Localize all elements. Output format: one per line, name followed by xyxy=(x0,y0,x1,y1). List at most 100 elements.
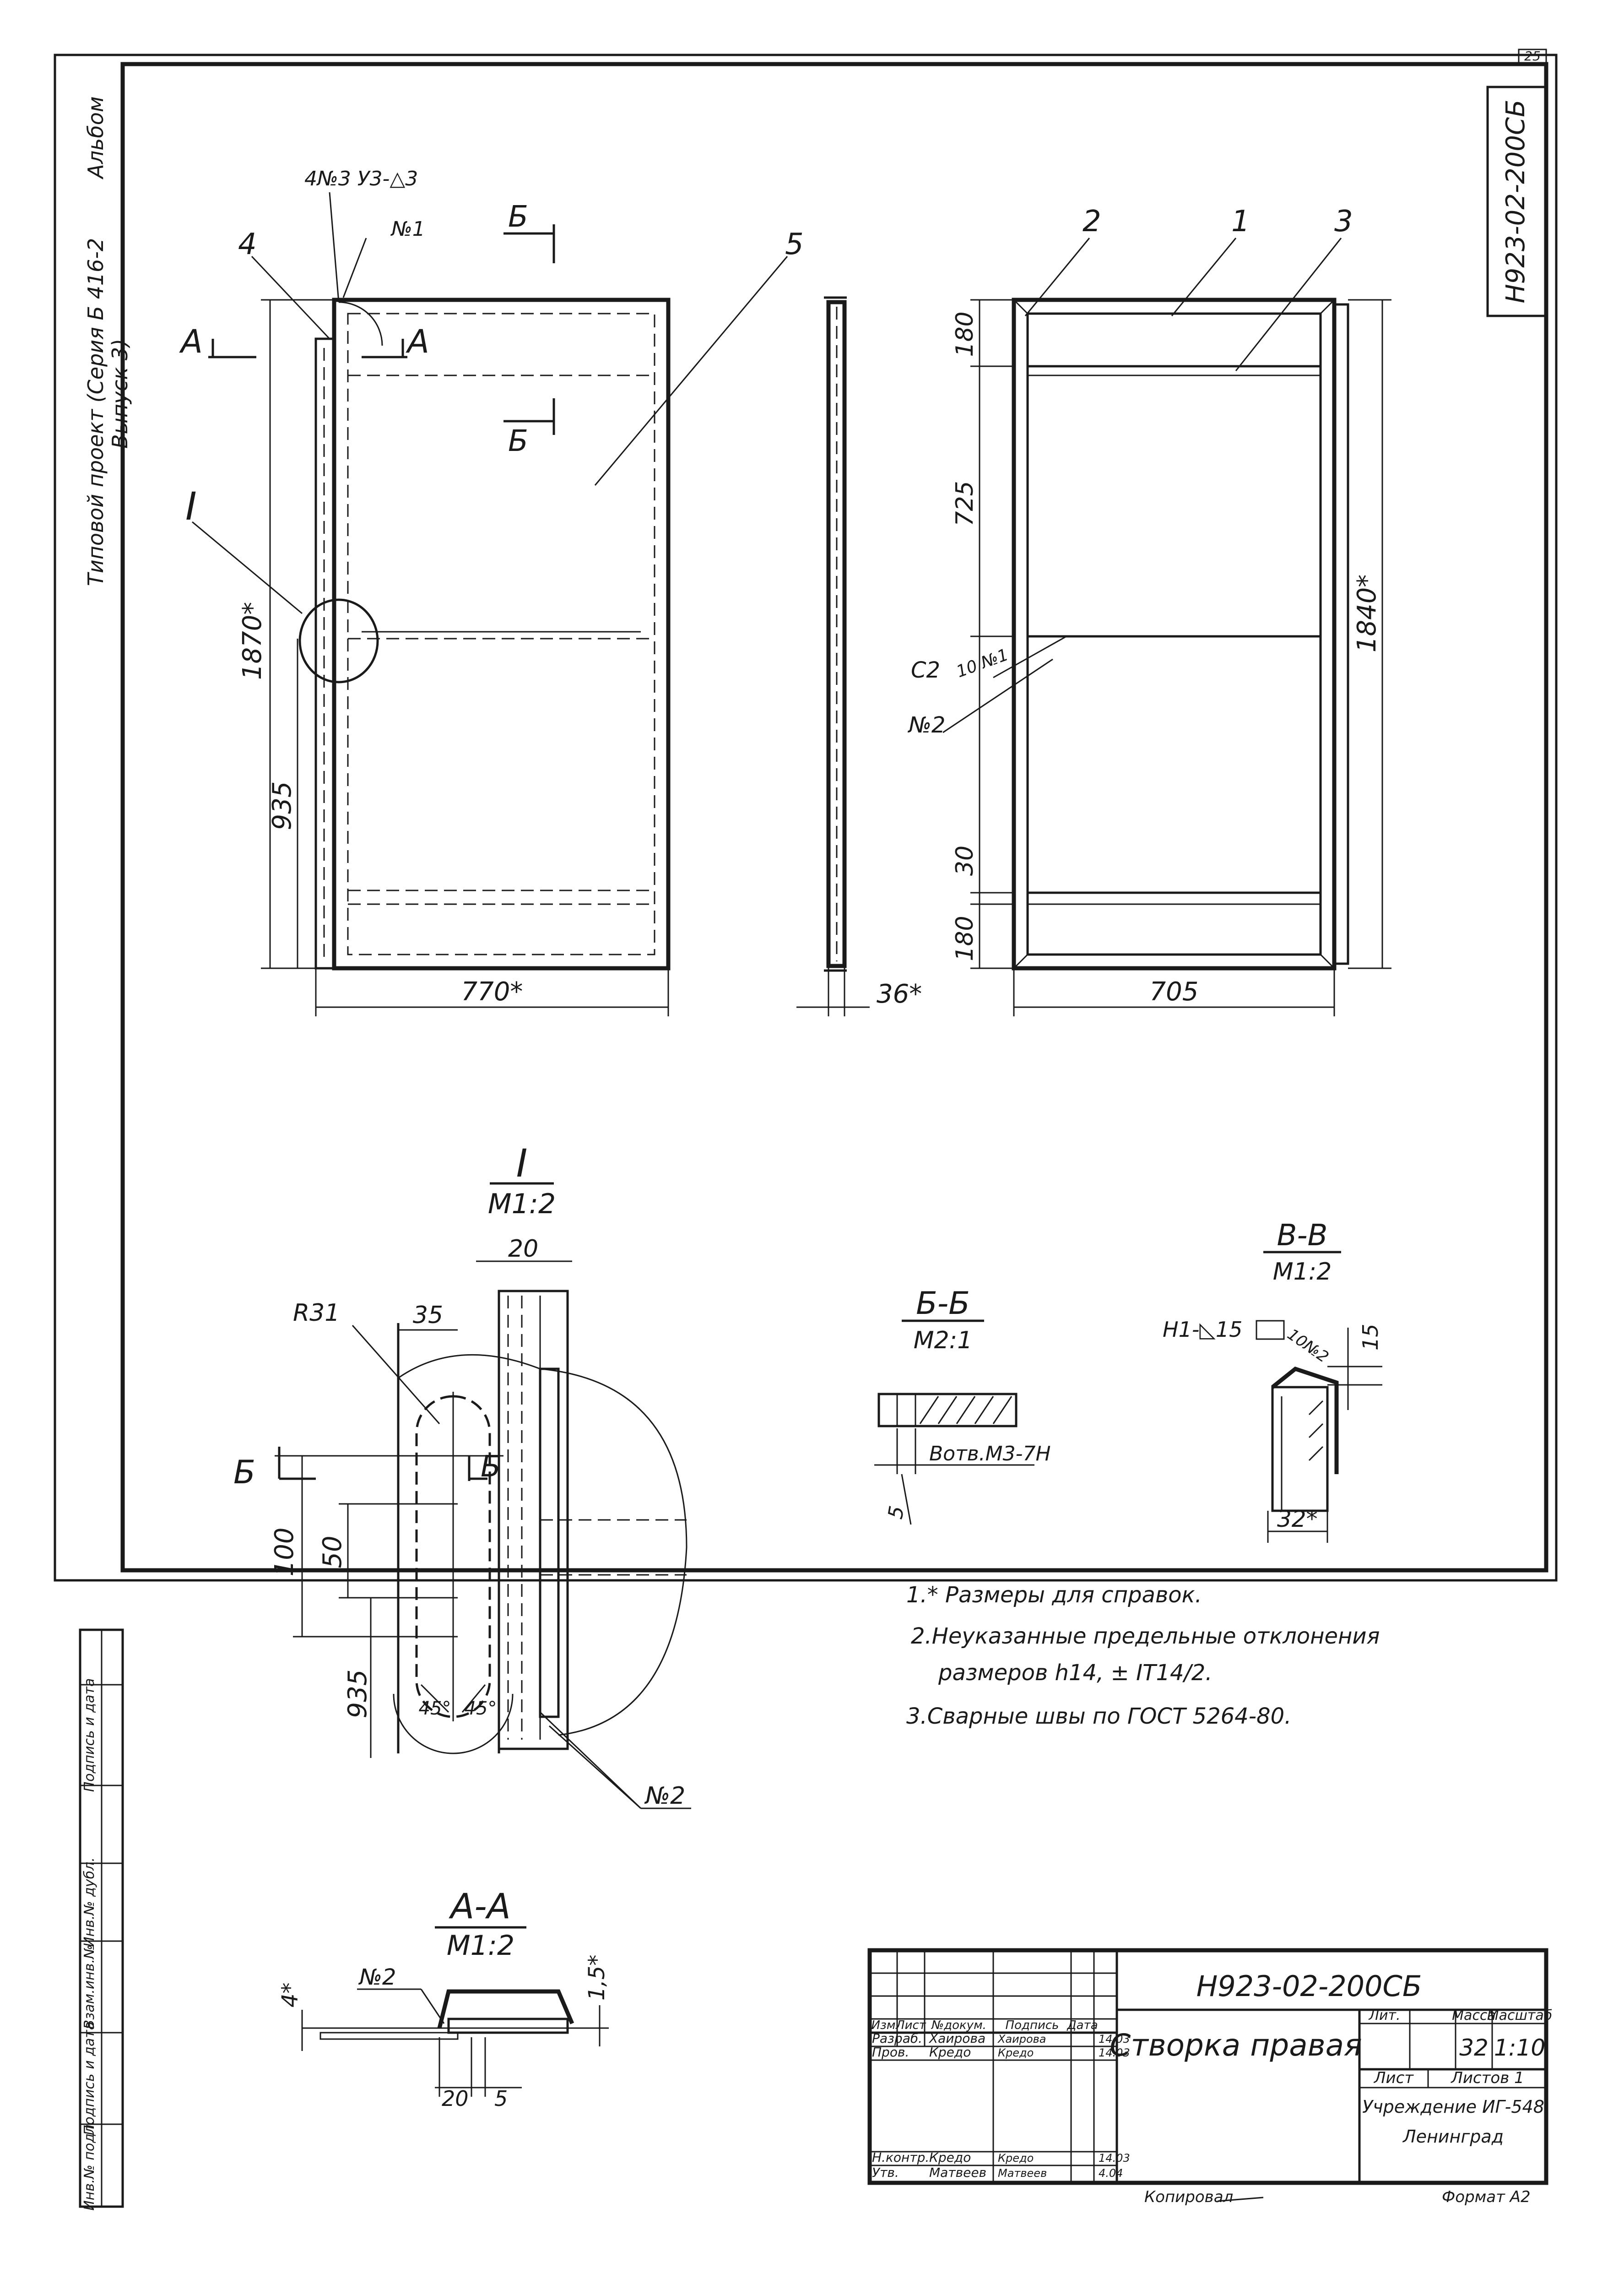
weld-2-detail: №2 xyxy=(644,1782,685,1810)
row-1-sign: Хаирова xyxy=(997,2033,1046,2045)
row-2-role: Пров. xyxy=(872,2045,909,2060)
dim-35: 35 xyxy=(413,1302,443,1329)
weld-10-2: 10№2 xyxy=(1284,1325,1332,1367)
section-bb-scale: М2:1 xyxy=(914,1327,973,1354)
copied-by: Копировал xyxy=(1144,2188,1233,2206)
weld-symbol: 4№3 У3-△3 xyxy=(304,167,418,190)
part-1-label: 1 xyxy=(1231,205,1250,239)
org-name: Учреждение ИГ-548 xyxy=(1362,2097,1544,2117)
dim-20: 20 xyxy=(508,1235,538,1263)
doc-code-vertical: Н923-02-200СБ xyxy=(1501,99,1531,303)
row-3-role: Н.контр. xyxy=(872,2150,929,2165)
hdr-izm: Изм xyxy=(872,2018,896,2032)
album-label: Альбом xyxy=(83,96,108,179)
section-bb-title: Б-Б xyxy=(916,1286,970,1322)
section-aa-title: А-А xyxy=(448,1886,510,1926)
hdr-mass: Масса xyxy=(1452,2007,1496,2024)
note-3: 3.Сварные швы по ГОСТ 5264-80. xyxy=(906,1704,1291,1729)
dim-gap-30: 30 xyxy=(951,846,979,876)
project-stamp: Альбом Типовой проект (Серия Б 416-2 Вып… xyxy=(83,96,132,586)
section-a-right: А xyxy=(406,323,429,360)
hdr-date: Дата xyxy=(1066,2018,1098,2032)
sheet-number: 25 xyxy=(1524,49,1541,64)
strip-sign-date-2: Подпись и дата xyxy=(81,1678,97,1792)
row-4-name: Матвеев xyxy=(929,2165,986,2180)
project-line-1: Типовой проект (Серия Б 416-2 xyxy=(83,238,108,586)
side-view: 36* xyxy=(796,296,922,1016)
dim-32-vv: 32* xyxy=(1277,1506,1318,1532)
row-4-date: 4.04 xyxy=(1099,2167,1123,2180)
dim-15-vv: 15 xyxy=(1358,1324,1383,1351)
strip-replace-inv: Взам.инв.№ xyxy=(81,1945,97,2029)
front-view: 4 5 4№3 У3-△3 №1 I А А Б Б 1870* 935 770… xyxy=(179,167,804,1016)
section-vv-scale: М1:2 xyxy=(1273,1258,1332,1286)
sheets-label: Листов 1 xyxy=(1450,2069,1524,2087)
weld-number: №1 xyxy=(390,217,425,241)
hdr-scale: Масштаб xyxy=(1487,2007,1553,2024)
dim-upper-725: 725 xyxy=(951,481,979,526)
dim-5-bb: 5 xyxy=(884,1504,909,1520)
title-block: Н923-02-200СБ Створка правая Лит. Масса … xyxy=(867,1948,1553,2206)
section-bb: Б-Б М2:1 Вотв.М3-7Н 5 xyxy=(874,1286,1051,1525)
title-doc-code: Н923-02-200СБ xyxy=(1196,1969,1422,2003)
row-4-role: Утв. xyxy=(872,2165,899,2180)
part-3-label: 3 xyxy=(1334,205,1353,239)
strip-inv-dup: Инв.№ дубл. xyxy=(81,1857,97,1947)
back-view: 2 1 3 С2 10 №1 №2 180 725 30 180 1840* 7… xyxy=(907,205,1391,1016)
hole-spec: Вотв.М3-7Н xyxy=(929,1442,1051,1465)
note-2-cont: размеров h14, ± IT14/2. xyxy=(938,1660,1213,1686)
section-vv: В-В М1:2 Н1-◺15 10№2 15 32* xyxy=(1163,1219,1383,1543)
hdr-lit: Лит. xyxy=(1368,2007,1400,2024)
row-3-name: Кредо xyxy=(929,2150,971,2165)
dim-4-aa: 4* xyxy=(277,1982,303,2007)
org-city: Ленинград xyxy=(1402,2127,1504,2147)
section-a-left: А xyxy=(179,323,203,360)
detail-i: I М1:2 R31 35 20 Б Б 100 xyxy=(233,1141,691,1810)
note-2: 2.Неуказанные предельные отклонения xyxy=(911,1623,1380,1649)
row-1-date: 14.03 xyxy=(1099,2033,1130,2045)
title-name: Створка правая xyxy=(1110,2028,1362,2063)
dim-100: 100 xyxy=(270,1528,299,1577)
hdr-doc: №докум. xyxy=(931,2018,986,2032)
weld-h1: Н1-◺15 xyxy=(1163,1317,1242,1342)
row-3-sign: Кредо xyxy=(998,2152,1034,2165)
row-2-sign: Кредо xyxy=(998,2046,1034,2059)
row-1-role: Разраб. xyxy=(872,2031,922,2046)
dim-half-935: 935 xyxy=(267,781,297,830)
hdr-list: Лист xyxy=(895,2018,926,2032)
radius-r31: R31 xyxy=(293,1299,340,1327)
detail-i-title: I xyxy=(516,1141,528,1186)
dim-935-detail: 935 xyxy=(343,1670,373,1719)
row-3-date: 14.03 xyxy=(1099,2152,1130,2165)
part-4-label: 4 xyxy=(238,228,257,261)
dim-bottom-180: 180 xyxy=(951,916,979,961)
weld-c2: С2 xyxy=(911,657,940,683)
dim-top-180: 180 xyxy=(951,311,979,357)
row-1-name: Хаирова xyxy=(928,2031,985,2046)
section-vv-title: В-В xyxy=(1277,1219,1328,1253)
dim-50: 50 xyxy=(318,1535,347,1568)
part-2-label: 2 xyxy=(1083,205,1101,239)
section-b-bottom: Б xyxy=(508,424,528,458)
value-mass: 32 xyxy=(1459,2034,1489,2061)
section-aa: А-А М1:2 №2 4* 1,5* 20 5 xyxy=(277,1886,610,2111)
value-scale: 1:10 xyxy=(1494,2034,1545,2061)
dim-width-770: 770* xyxy=(461,977,523,1007)
angle-45-right: 45° xyxy=(465,1698,497,1719)
dim-15-aa: 1,5* xyxy=(584,1955,610,2001)
general-notes: 1.* Размеры для справок. 2.Неуказанные п… xyxy=(906,1582,1380,1729)
format-label: Формат А2 xyxy=(1442,2188,1531,2206)
section-b-top: Б xyxy=(508,200,528,234)
hdr-sign: Подпись xyxy=(1006,2018,1059,2032)
row-2-date: 14.03 xyxy=(1099,2046,1130,2059)
detail-i-scale: М1:2 xyxy=(488,1188,556,1220)
weld-2-label: №2 xyxy=(907,712,945,738)
dim-height-1870: 1870* xyxy=(238,602,267,680)
dim-height-1840: 1840* xyxy=(1352,575,1382,653)
row-4-sign: Матвеев xyxy=(998,2167,1047,2180)
note-1: 1.* Размеры для справок. xyxy=(906,1582,1202,1608)
dim-5-aa: 5 xyxy=(494,2086,508,2111)
weld-2-aa: №2 xyxy=(358,1964,396,1990)
left-stamp-strip: Инв.№ подл. Подпись и дата Взам.инв.№ Ин… xyxy=(79,1628,124,2211)
